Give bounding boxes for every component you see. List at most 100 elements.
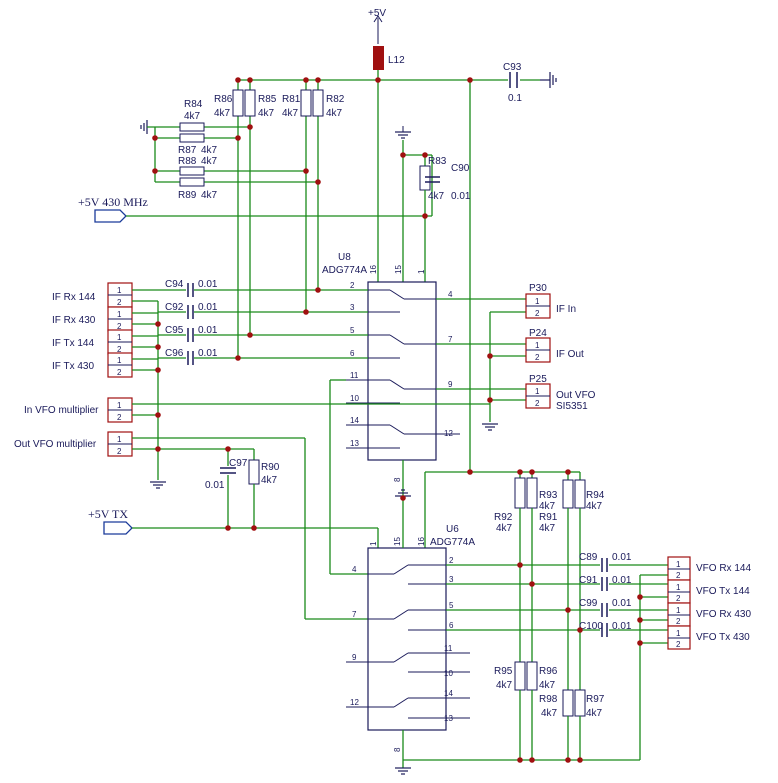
resistor-r97 (574, 689, 586, 717)
u8-ref: U8 (338, 252, 351, 263)
svg-text:2: 2 (117, 368, 122, 377)
capacitor-c93 (509, 72, 518, 88)
u6-pin6: 6 (449, 621, 454, 630)
r89-ref: R89 (178, 190, 197, 201)
r91-val: 4k7 (539, 523, 556, 534)
c99-val: 0.01 (612, 598, 632, 609)
svg-text:1: 1 (535, 387, 540, 396)
svg-text:1: 1 (117, 401, 122, 410)
connector-out-vfo-mult: 12 (107, 431, 133, 457)
capacitor-c94 (187, 283, 194, 297)
l12-label: L12 (388, 55, 405, 66)
u6-pin8: 8 (393, 747, 402, 752)
resistor-r82 (312, 89, 324, 117)
u8-part: ADG774A (322, 265, 367, 276)
r98-val: 4k7 (541, 708, 558, 719)
u6-chip (367, 547, 447, 731)
c97-val: 0.01 (205, 480, 225, 491)
u8-pin12: 12 (444, 429, 453, 438)
svg-text:1: 1 (676, 629, 681, 638)
r95-ref: R95 (494, 666, 513, 677)
svg-text:2: 2 (535, 399, 540, 408)
r81-val: 4k7 (282, 108, 299, 119)
svg-text:2: 2 (117, 322, 122, 331)
resistor-r91 (526, 477, 538, 509)
u6-pin7: 7 (352, 610, 357, 619)
r84-val: 4k7 (184, 111, 201, 122)
u6-pin3: 3 (449, 575, 454, 584)
resistor-r94 (574, 479, 586, 509)
resistor-r90 (248, 459, 260, 485)
p25-ref: P25 (529, 374, 547, 385)
label-in-vfo-mult: In VFO multiplier (24, 405, 99, 416)
r86-val: 4k7 (214, 108, 231, 119)
svg-text:1: 1 (117, 310, 122, 319)
c91-val: 0.01 (612, 575, 632, 586)
svg-text:1: 1 (117, 435, 122, 444)
svg-text:1: 1 (117, 356, 122, 365)
capacitor-c100 (601, 623, 608, 637)
u8-pin10: 10 (350, 394, 359, 403)
r83-ref: R83 (428, 156, 447, 167)
svg-text:2: 2 (676, 571, 681, 580)
resistor-r88 (179, 166, 205, 176)
capacitor-c89 (601, 558, 608, 572)
c100-val: 0.01 (612, 621, 632, 632)
r87-val: 4k7 (201, 145, 218, 156)
connector-p30: 12 (525, 293, 551, 319)
ground-left-icon (150, 481, 166, 489)
r93-val: 4k7 (539, 501, 556, 512)
u6-part: ADG774A (430, 537, 475, 548)
label-if-tx-430: IF Tx 430 (52, 361, 94, 372)
connector-p25: 12 (525, 383, 551, 409)
r85-ref: R85 (258, 94, 277, 105)
svg-text:1: 1 (676, 583, 681, 592)
svg-text:1: 1 (535, 297, 540, 306)
u6-pin13: 13 (444, 714, 453, 723)
resistor-r87 (179, 133, 205, 143)
c94-ref: C94 (165, 279, 184, 290)
capacitor-c95 (187, 328, 194, 342)
connector-p24: 12 (525, 337, 551, 363)
capacitor-c96 (187, 351, 194, 365)
u6-pin9: 9 (352, 653, 357, 662)
connector-vfo-rx-430: 12 (667, 602, 691, 627)
c95-val: 0.01 (198, 325, 218, 336)
net-430-label: +5V 430 MHz (78, 195, 148, 209)
resistor-r86 (232, 89, 244, 117)
c94-val: 0.01 (198, 279, 218, 290)
capacitor-c91 (601, 577, 608, 591)
p30-ref: P30 (529, 283, 547, 294)
c90-ref: C90 (451, 163, 470, 174)
u8-pin1: 1 (417, 269, 426, 274)
capacitor-c92 (187, 305, 194, 319)
ground-u6-icon (395, 767, 411, 775)
connector-if-rx-144: 12 (107, 282, 133, 308)
u8-switches (368, 289, 436, 449)
r90-val: 4k7 (261, 475, 278, 486)
u8-pin6: 6 (350, 349, 355, 358)
u6-pin14: 14 (444, 689, 453, 698)
c93-label: C93 (503, 62, 522, 73)
c92-val: 0.01 (198, 302, 218, 313)
u8-pin8: 8 (393, 477, 402, 482)
r86-ref: R86 (214, 94, 233, 105)
u6-pin15: 15 (393, 537, 402, 546)
vcc-label: +5V (368, 8, 386, 19)
label-vfo-tx-430: VFO Tx 430 (696, 632, 750, 643)
u8-pin16: 16 (369, 265, 378, 274)
u6-pin12: 12 (350, 698, 359, 707)
u8-pin5: 5 (350, 326, 355, 335)
resistor-r83 (419, 165, 431, 191)
resistor-r89 (179, 177, 205, 187)
u8-pin15: 15 (394, 265, 403, 274)
u6-pin5: 5 (449, 601, 454, 610)
c90-val: 0.01 (451, 191, 471, 202)
vcc-arrow-icon (373, 15, 383, 44)
u6-pin1: 1 (369, 541, 378, 546)
r96-ref: R96 (539, 666, 558, 677)
svg-text:2: 2 (676, 617, 681, 626)
net-430-port (94, 209, 127, 223)
r97-ref: R97 (586, 694, 605, 705)
u8-pin14: 14 (350, 416, 359, 425)
